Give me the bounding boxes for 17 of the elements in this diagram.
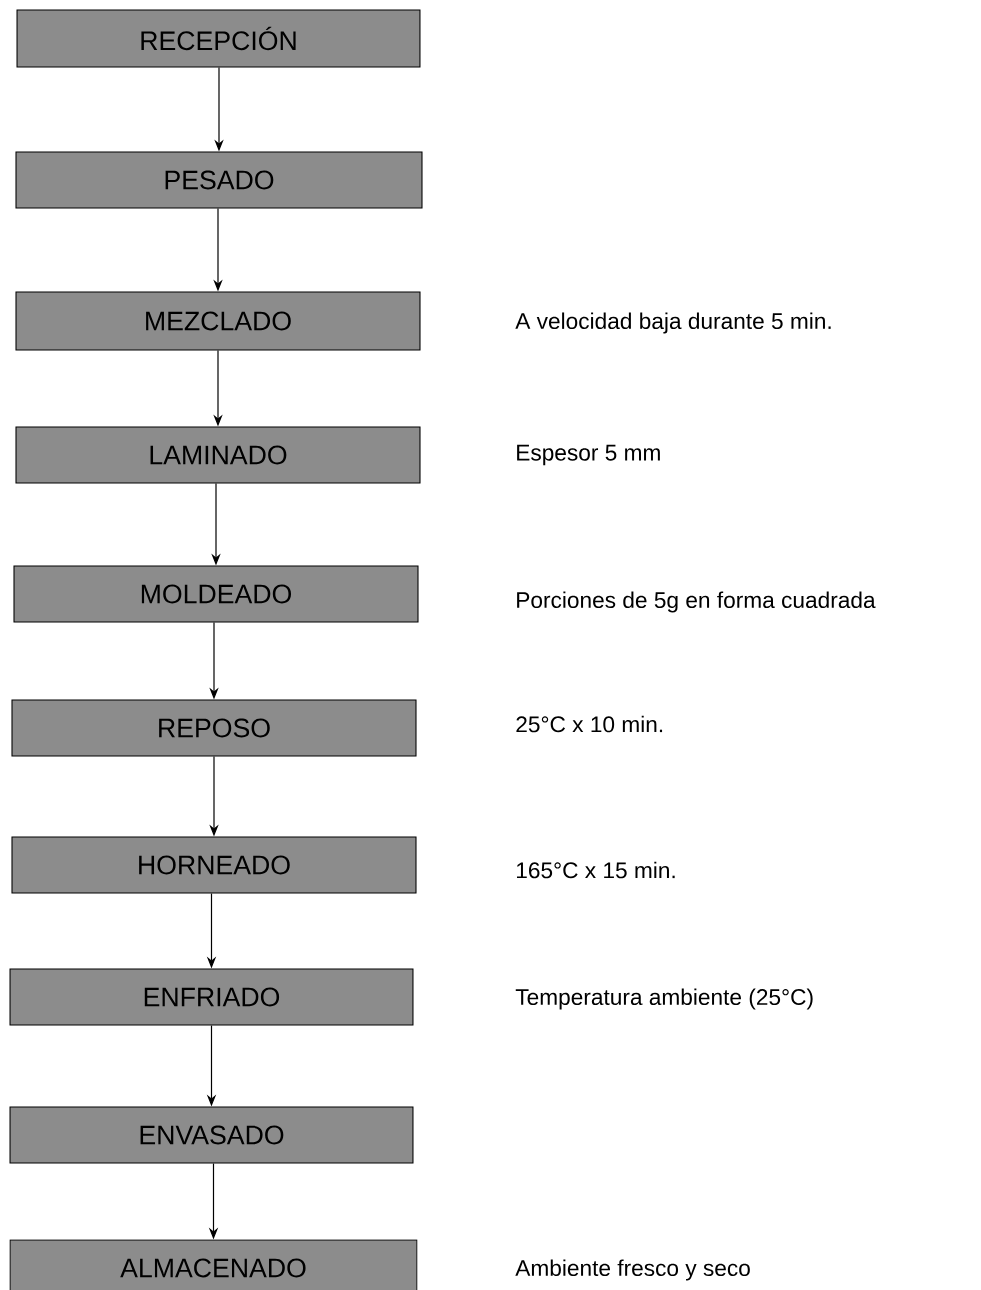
process-box: ENFRIADO [9,968,414,1026]
step-note: Porciones de 5g en forma cuadrada [517,591,876,613]
process-box: RECEPCIÓN [16,9,421,68]
step-note: Temperatura ambiente (25°C) [515,988,813,1010]
process-box: MEZCLADO [15,291,421,351]
step-note: 165°C x 15 min. [517,861,675,879]
process-box: PESADO [15,151,423,209]
process-box: REPOSO [11,699,417,757]
process-box: ENVASADO [9,1106,414,1164]
process-box: HORNEADO [11,836,417,894]
process-box: MOLDEADO [13,565,419,623]
step-note: Espesor 5 mm [517,444,660,466]
process-box: ALMACENADO [9,1239,418,1290]
process-box: LAMINADO [15,426,421,484]
step-note: Ambiente fresco y seco [515,1259,750,1281]
step-note: 25°C x 10 min. [516,715,663,733]
step-note: A velocidad baja durante 5 min. [515,312,831,334]
